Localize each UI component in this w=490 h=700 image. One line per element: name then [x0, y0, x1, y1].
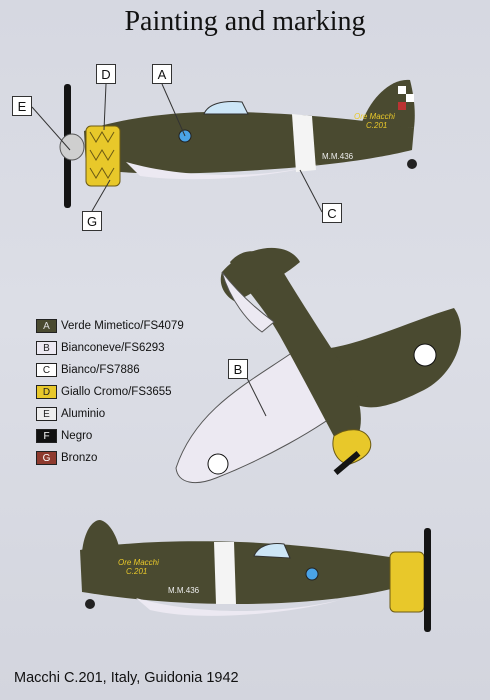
wing-roundel-right [413, 343, 437, 367]
fuselage-bottom [80, 541, 410, 604]
tail-cross-a [398, 86, 406, 94]
legend-swatch-g: G [36, 451, 57, 465]
legend-swatch-a: A [36, 319, 57, 333]
legend-row-a: A Verde Mimetico/FS4079 [36, 318, 184, 334]
leader-a [161, 83, 186, 137]
tail-wheel-bottom [85, 599, 95, 609]
wing-roundel-left [207, 453, 229, 475]
tail-wheel-top [407, 159, 417, 169]
legend-row-g: G Bronzo [36, 450, 97, 466]
canopy-bottom [253, 543, 291, 559]
legend-label-b: Bianconeve/FS6293 [61, 342, 165, 354]
side-view-top-aircraft [59, 79, 417, 208]
legend-row-b: B Bianconeve/FS6293 [36, 340, 165, 356]
callout-c: C [322, 203, 342, 223]
aircraft-caption: Macchi C.201, Italy, Guidonia 1942 [14, 670, 239, 686]
legend-swatch-c: C [36, 363, 57, 377]
callout-g: G [82, 211, 102, 231]
legend-row-d: D Giallo Cromo/FS3655 [36, 384, 172, 400]
tail-fin-bottom [82, 520, 120, 552]
page-title: Painting and marking [124, 6, 366, 37]
white-band-top [292, 114, 316, 172]
legend-row-c: C Bianco/FS7886 [36, 362, 140, 378]
white-band-bottom [214, 542, 236, 604]
callout-b: B [228, 359, 248, 379]
legend-swatch-d: D [36, 385, 57, 399]
leader-d [103, 83, 107, 131]
cowling-top [85, 125, 121, 187]
cowling-plan [332, 429, 372, 465]
leader-g [91, 179, 111, 212]
nose-text-bottom: Ore Macchi [118, 558, 159, 567]
callout-e: E [12, 96, 32, 116]
fuselage-plan [230, 251, 361, 448]
legend-label-g: Bronzo [61, 452, 98, 464]
propeller-bottom [424, 528, 431, 632]
nose-text-top: Ore Macchi [354, 112, 395, 121]
canopy-top [203, 101, 249, 115]
code-text-bottom: C.201 [126, 567, 148, 576]
code-text-top: C.201 [366, 121, 388, 130]
tailplane-white-plan [221, 271, 275, 333]
legend-swatch-f: F [36, 429, 57, 443]
side-view-bottom-aircraft [80, 520, 431, 632]
callout-d: D [96, 64, 116, 84]
roundel-bottom [305, 567, 319, 581]
tail-cross-b [406, 94, 414, 102]
callout-a: A [152, 64, 172, 84]
leader-e [31, 106, 71, 151]
serial-top: M.M.436 [322, 152, 354, 161]
fuselage-top [84, 111, 414, 174]
legend-label-f: Negro [61, 430, 93, 442]
legend-label-c: Bianco/FS7886 [61, 364, 140, 376]
legend-label-a: Verde Mimetico/FS4079 [61, 320, 184, 332]
legend-row-e: E Aluminio [36, 406, 105, 422]
legend-swatch-e: E [36, 407, 57, 421]
propeller-plan [333, 451, 361, 475]
legend-swatch-b: B [36, 341, 57, 355]
plan-view-aircraft [175, 247, 462, 484]
spinner-top [59, 133, 85, 161]
leader-b [245, 375, 267, 417]
legend-label-e: Aluminio [61, 408, 106, 420]
cowling-pattern-top [89, 131, 115, 179]
legend-row-f: F Negro [36, 428, 92, 444]
belly-bottom [136, 598, 340, 616]
leader-c [299, 169, 323, 213]
tailplane-plan [220, 247, 300, 302]
tail-cross-c [398, 102, 406, 110]
belly-top [126, 162, 320, 180]
serial-bottom: M.M.436 [168, 586, 200, 595]
legend-label-d: Giallo Cromo/FS3655 [61, 386, 172, 398]
